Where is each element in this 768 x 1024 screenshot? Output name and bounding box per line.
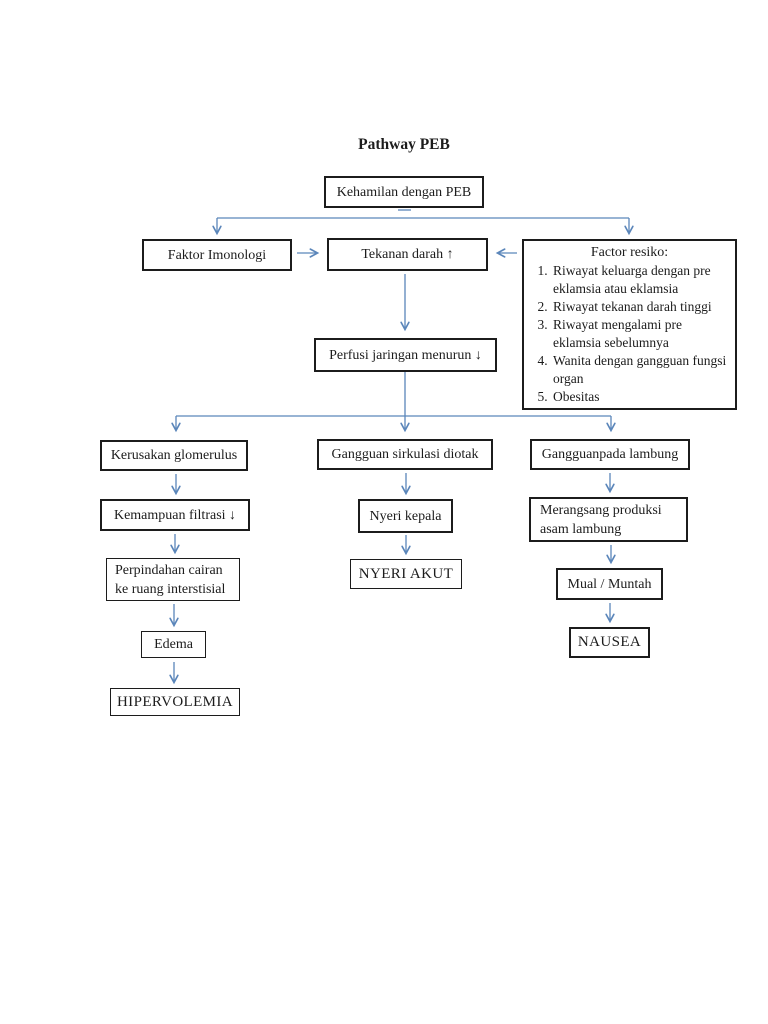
node-kemampuan-filtrasi: Kemampuan filtrasi ↓ — [100, 499, 250, 531]
node-label: Perpindahan cairan ke ruang interstisial — [115, 562, 226, 597]
node-kehamilan-dengan-peb: Kehamilan dengan PEB — [324, 176, 484, 208]
node-hipervolemia: HIPERVOLEMIA — [110, 688, 240, 716]
node-merangsang-produksi: Merangsang produksi asam lambung — [529, 497, 688, 542]
node-label: Perfusi jaringan menurun ↓ — [329, 347, 482, 363]
node-gangguan-lambung: Gangguanpada lambung — [530, 439, 690, 470]
page-title: Pathway PEB — [358, 136, 450, 153]
node-label: Kerusakan glomerulus — [110, 448, 238, 463]
factor-resiko-item: Riwayat keluarga dengan pre eklamsia ata… — [551, 262, 729, 298]
node-label: Gangguan sirkulasi diotak — [331, 447, 479, 462]
node-label: NYERI AKUT — [358, 565, 454, 582]
node-factor-resiko: Factor resiko: Riwayat keluarga dengan p… — [522, 239, 737, 410]
node-perpindahan-cairan: Perpindahan cairan ke ruang interstisial — [106, 558, 240, 601]
node-label: Nyeri kepala — [369, 508, 442, 524]
node-gangguan-sirkulasi: Gangguan sirkulasi diotak — [317, 439, 493, 470]
node-label: Edema — [154, 637, 193, 652]
node-nyeri-kepala: Nyeri kepala — [358, 499, 453, 533]
node-label: NAUSEA — [577, 634, 642, 650]
node-label: HIPERVOLEMIA — [116, 693, 234, 710]
node-label: Faktor Imonologi — [167, 247, 267, 263]
node-nyeri-akut: NYERI AKUT — [350, 559, 462, 589]
factor-resiko-title: Factor resiko: — [590, 245, 669, 260]
node-label: Kehamilan dengan PEB — [336, 184, 472, 200]
node-label: Merangsang produksi asam lambung — [540, 502, 662, 537]
node-edema: Edema — [141, 631, 206, 658]
factor-resiko-item: Riwayat mengalami pre eklamsia sebelumny… — [551, 316, 729, 352]
node-perfusi-jaringan: Perfusi jaringan menurun ↓ — [314, 338, 497, 372]
factor-resiko-item: Riwayat tekanan darah tinggi — [551, 298, 729, 316]
node-label: Gangguanpada lambung — [541, 447, 679, 462]
node-kerusakan-glomerulus: Kerusakan glomerulus — [100, 440, 248, 471]
node-mual-muntah: Mual / Muntah — [556, 568, 663, 600]
node-label: Kemampuan filtrasi ↓ — [113, 507, 237, 523]
factor-resiko-item: Obesitas — [551, 388, 729, 406]
node-nausea: NAUSEA — [569, 627, 650, 658]
node-label: Mual / Muntah — [567, 576, 652, 592]
node-tekanan-darah: Tekanan darah ↑ — [327, 238, 488, 271]
node-faktor-imonologi: Faktor Imonologi — [142, 239, 292, 271]
factor-resiko-item: Wanita dengan gangguan fungsi organ — [551, 352, 729, 388]
node-label: Tekanan darah ↑ — [361, 247, 454, 262]
factor-resiko-list: Riwayat keluarga dengan pre eklamsia ata… — [524, 262, 735, 406]
